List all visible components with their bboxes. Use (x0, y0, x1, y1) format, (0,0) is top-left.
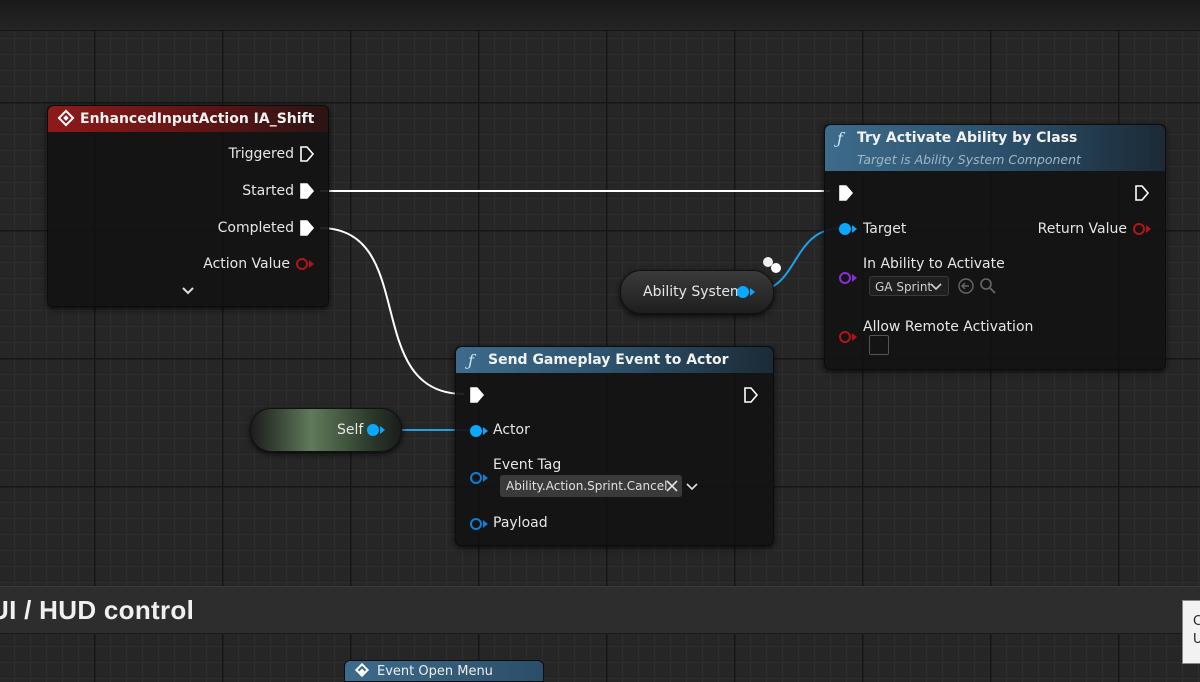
tooltip-line: U (1193, 632, 1200, 647)
chevron-down-icon (930, 283, 942, 291)
pin-action-value[interactable] (296, 258, 308, 270)
pin-payload[interactable] (470, 518, 482, 530)
event-tag-value: Ability.Action.Sprint.Cancel (506, 479, 668, 493)
pin-arrow (852, 333, 857, 341)
close-icon[interactable] (666, 480, 678, 492)
allow-remote-checkbox[interactable] (869, 335, 889, 355)
var-node-self[interactable]: Self (250, 408, 402, 452)
ability-class-value: GA Sprint (875, 280, 933, 294)
node-send-gameplay-event[interactable]: ƒ Send Gameplay Event to Actor Actor Eve… (455, 346, 774, 546)
pin-self-out[interactable] (367, 424, 379, 436)
f-icon: ƒ (837, 129, 843, 148)
pin-label-target: Target (863, 221, 907, 237)
pin-arrow (1146, 225, 1151, 233)
reroute-knot (771, 263, 781, 273)
pin-label-action-value: Action Value (203, 256, 290, 272)
var-label-self: Self (337, 422, 364, 438)
f-icon: ƒ (468, 351, 474, 370)
node-enhanced-input-action[interactable]: EnhancedInputAction IA_Shift Triggered S… (47, 105, 329, 307)
node-header[interactable]: ƒ Send Gameplay Event to Actor (456, 347, 773, 373)
arrow-left-circle-icon[interactable] (957, 277, 975, 295)
pin-label-allow-remote: Allow Remote Activation (863, 319, 1034, 335)
pin-target[interactable] (839, 223, 851, 235)
wire-completed-to-send-event (319, 227, 465, 395)
var-node-ability-system[interactable]: Ability System (620, 270, 774, 314)
pin-return-value[interactable] (1133, 223, 1145, 235)
ability-class-dropdown[interactable]: GA Sprint (869, 276, 949, 296)
pin-arrow (483, 474, 488, 482)
pin-label-actor: Actor (493, 422, 530, 438)
node-title: Send Gameplay Event to Actor (488, 352, 729, 368)
event-diamond-icon (354, 662, 370, 678)
node-title: EnhancedInputAction IA_Shift (80, 111, 315, 127)
pin-allow-remote[interactable] (839, 331, 851, 343)
pin-arrow (309, 260, 314, 268)
event-diamond-icon (57, 109, 75, 127)
pin-arrow (750, 288, 755, 296)
node-header[interactable]: ƒ Try Activate Ability by Class Target i… (825, 125, 1165, 171)
chevron-down-icon[interactable] (686, 483, 698, 491)
reroute-knot (763, 257, 773, 267)
node-header[interactable]: EnhancedInputAction IA_Shift (48, 106, 328, 132)
var-label-ability-system: Ability System (643, 284, 744, 300)
node-try-activate-ability[interactable]: ƒ Try Activate Ability by Class Target i… (824, 124, 1166, 370)
node-event-open-menu[interactable]: Event Open Menu (344, 660, 544, 682)
pin-label-started: Started (242, 183, 294, 199)
pin-label-completed: Completed (217, 220, 294, 236)
node-title: Try Activate Ability by Class (857, 130, 1078, 146)
pin-arrow (483, 427, 488, 435)
pin-label-return-value: Return Value (1037, 221, 1127, 237)
pin-arrow (483, 520, 488, 528)
pin-label-event-tag: Event Tag (493, 457, 562, 473)
chevron-down-icon[interactable] (181, 284, 195, 300)
node-subtitle: Target is Ability System Component (857, 152, 1081, 167)
pin-arrow (852, 225, 857, 233)
graph-top-band (0, 0, 1200, 31)
search-icon[interactable] (979, 277, 997, 295)
tooltip-fragment: C U (1182, 600, 1200, 664)
event-tag-chip[interactable]: Ability.Action.Sprint.Cancel (500, 475, 682, 497)
pin-in-ability[interactable] (839, 272, 851, 284)
pin-label-payload: Payload (493, 515, 548, 531)
pin-arrow (852, 274, 857, 282)
pin-actor[interactable] (470, 425, 482, 437)
pin-label-triggered: Triggered (228, 146, 294, 162)
pin-ability-system-out[interactable] (737, 286, 749, 298)
tooltip-line: C (1193, 614, 1200, 629)
comment-title: UI / HUD control (0, 595, 195, 625)
pin-event-tag[interactable] (470, 472, 482, 484)
pin-arrow (380, 426, 385, 434)
comment-box-ui-hud[interactable]: UI / HUD control (0, 586, 1200, 634)
pin-label-in-ability: In Ability to Activate (863, 256, 1005, 272)
node-title: Event Open Menu (377, 664, 493, 679)
